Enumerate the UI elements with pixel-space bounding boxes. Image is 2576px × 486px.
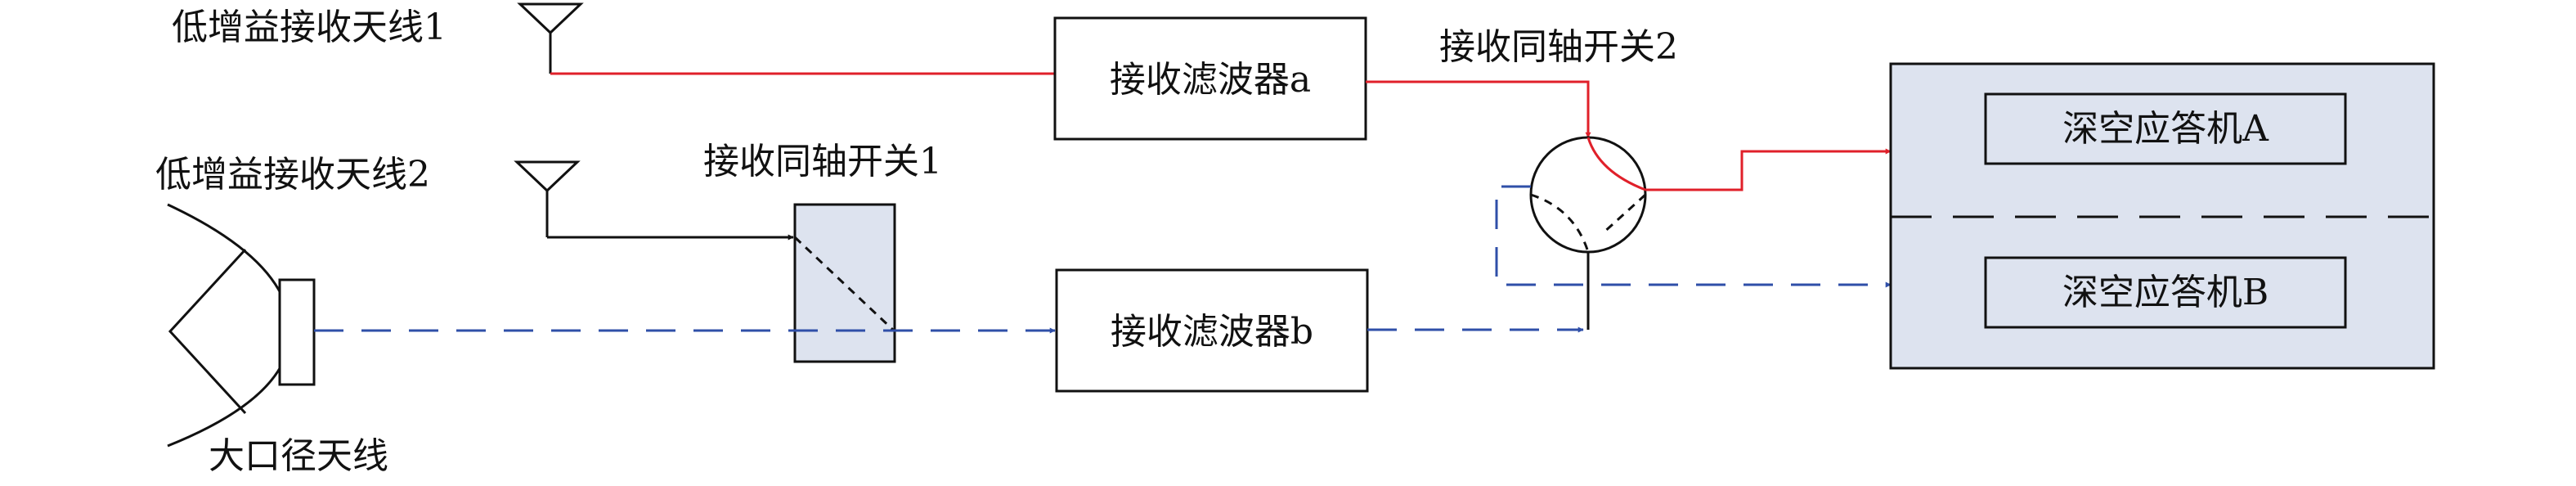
coax-switch-icon <box>1529 136 1647 254</box>
dish-feed-lines <box>168 248 247 415</box>
receive-filter-b: 接收滤波器b <box>1055 268 1369 393</box>
low-gain-antenna-2 <box>514 160 581 237</box>
antenna-icon <box>517 2 584 74</box>
coax-switch-2 <box>1529 136 1647 254</box>
coax-switch-2-label: 接收同轴开关2 <box>1439 26 1678 68</box>
coax-switch-1 <box>793 203 896 363</box>
red-signal-line-filter-a-to-switch-2 <box>1366 80 1591 138</box>
low-gain-antenna-1-label: 低增益接收天线1 <box>172 7 447 48</box>
filter-b-box <box>1055 268 1369 393</box>
filter-a-label: 接收滤波器a <box>1110 59 1311 101</box>
large-aperture-antenna <box>167 203 316 448</box>
dish-antenna-icon <box>167 203 292 448</box>
red-signal-line-switch-2-to-transponder-a <box>1645 148 1892 191</box>
large-aperture-antenna-label: 大口径天线 <box>209 435 388 477</box>
dish-feed-horn <box>278 278 316 386</box>
blue-signal-line-switch-2-to-transponder-b <box>1495 185 1892 288</box>
switch-2-dashed-route-left <box>1530 193 1590 253</box>
coax-switch-1-label: 接收同轴开关1 <box>703 141 942 182</box>
coax-switch-icon <box>793 203 896 363</box>
low-gain-antenna-1 <box>517 2 584 74</box>
deep-space-transponder-group: 深空应答机A 深空应答机B <box>1889 62 2435 370</box>
filter-a-box <box>1053 16 1367 141</box>
transponder-b-label: 深空应答机B <box>2062 272 2269 313</box>
low-gain-antenna-2-label: 低增益接收天线2 <box>155 154 430 196</box>
filter-b-label: 接收滤波器b <box>1111 311 1313 353</box>
switch-2-red-route <box>1586 137 1646 191</box>
antenna-icon <box>514 160 581 237</box>
transponder-b-box <box>1984 256 2347 329</box>
transponder-a-box <box>1984 92 2347 165</box>
switch-2-dashed-route-right <box>1601 193 1647 235</box>
receive-filter-a: 接收滤波器a <box>1053 16 1367 141</box>
switch-1-dashed-route <box>793 236 896 333</box>
transponder-a-label: 深空应答机A <box>2062 108 2269 150</box>
